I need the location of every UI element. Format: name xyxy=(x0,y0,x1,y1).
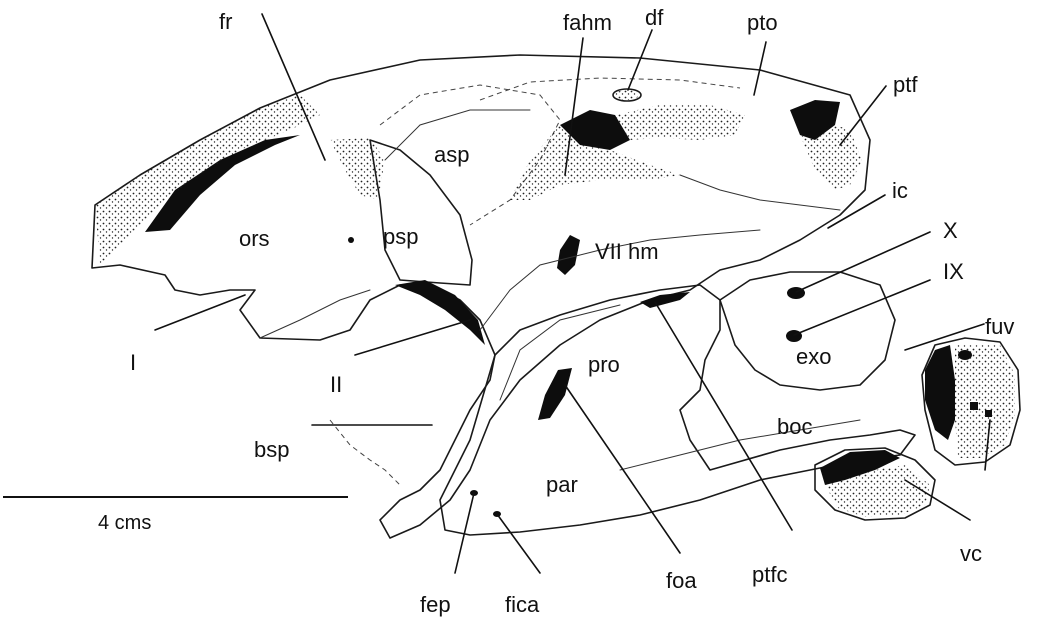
exo-outline xyxy=(720,272,895,390)
label-exo: exo xyxy=(796,344,831,369)
suture-7 xyxy=(480,78,740,100)
condyle-stipple xyxy=(955,345,1015,458)
suture-6 xyxy=(680,175,840,210)
vii-hm-foramen xyxy=(557,235,580,275)
vc-hole-1 xyxy=(970,402,978,410)
ptfc-slit xyxy=(640,292,690,308)
leader-ix xyxy=(794,280,930,335)
ix-foramen xyxy=(786,330,802,342)
leader-foa xyxy=(565,385,680,553)
label-pro: pro xyxy=(588,352,620,377)
foa-slit xyxy=(538,368,572,420)
leader-pto xyxy=(754,42,766,95)
label-fica: fica xyxy=(505,592,540,617)
suture-8 xyxy=(260,290,370,338)
label-pto: pto xyxy=(747,10,778,35)
label-ic: ic xyxy=(892,178,908,203)
vc-hole-2 xyxy=(985,410,992,417)
leader-df xyxy=(628,30,652,90)
label-fahm: fahm xyxy=(563,10,612,35)
df-foramen-fill xyxy=(615,90,639,100)
scale-bar-label: 4 cms xyxy=(98,512,151,534)
leader-ic xyxy=(828,195,885,228)
suture-4 xyxy=(330,420,400,485)
label-vii-hm: VII hm xyxy=(595,239,659,264)
label-ptf: ptf xyxy=(893,72,918,97)
label-par: par xyxy=(546,472,578,497)
label-bsp: bsp xyxy=(254,437,289,462)
label-ors: ors xyxy=(239,226,270,251)
scale-bar: 4 cms xyxy=(3,497,348,534)
label-asp: asp xyxy=(434,142,469,167)
skull-drawing xyxy=(92,55,1020,538)
vc-hole-3 xyxy=(958,350,972,360)
leader-ii xyxy=(355,320,470,355)
label-foa: foa xyxy=(666,568,697,593)
psp-stipple xyxy=(330,138,385,200)
label-vc: vc xyxy=(960,541,982,566)
leader-x xyxy=(796,232,930,292)
leader-fr xyxy=(262,14,325,160)
ors-dot xyxy=(348,237,354,243)
label-ix: IX xyxy=(943,259,964,284)
label-i: I xyxy=(130,350,136,375)
label-boc: boc xyxy=(777,414,812,439)
label-fuv: fuv xyxy=(985,314,1014,339)
label-ptfc: ptfc xyxy=(752,562,787,587)
leader-ptfc xyxy=(655,302,792,530)
label-ii: II xyxy=(330,372,342,397)
leader-i xyxy=(155,295,245,330)
label-df: df xyxy=(645,5,664,30)
label-psp: psp xyxy=(383,224,418,249)
label-x: X xyxy=(943,218,958,243)
leader-fica xyxy=(497,514,540,573)
label-fr: fr xyxy=(219,9,232,34)
label-fep: fep xyxy=(420,592,451,617)
fahm-stipple-2 xyxy=(615,105,745,140)
